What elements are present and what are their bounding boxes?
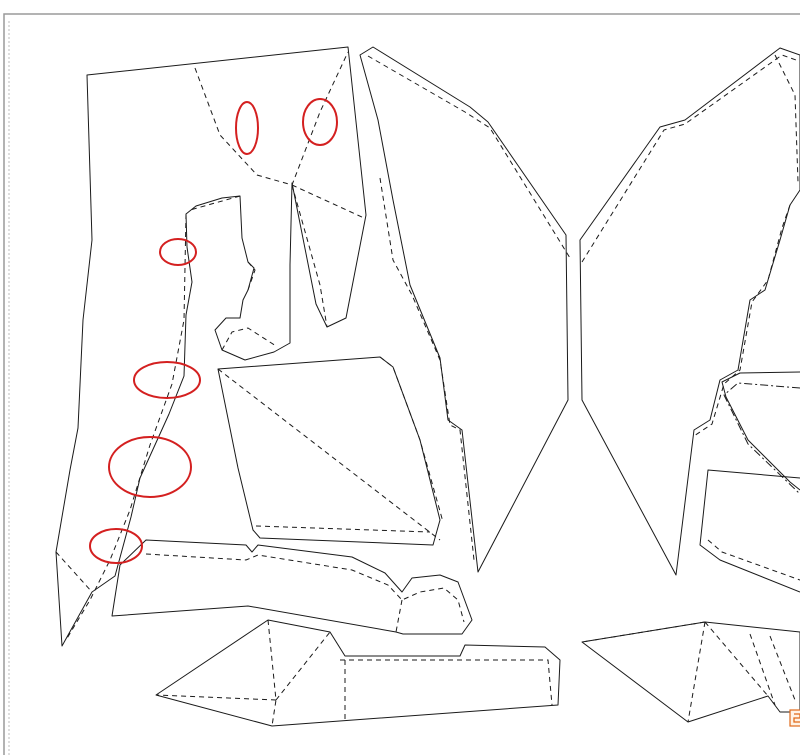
page-border (3, 13, 800, 755)
piece-wing-left-fold-1 (367, 55, 571, 259)
piece-bottom-arrow-outline (155, 619, 561, 727)
highlight-marks (89, 98, 338, 564)
piece-bottom-strip-fold-1 (145, 553, 465, 623)
piece-left-panel-fold-3 (189, 195, 277, 351)
piece-wing-left-fold-2 (379, 177, 475, 561)
highlight-ellipse (302, 98, 338, 146)
piece-bottom-strip (111, 539, 473, 635)
piece-wing-left-outline (359, 46, 569, 573)
page-marker-glyph (793, 713, 800, 723)
piece-left-panel-fold-1 (194, 51, 349, 186)
piece-bottom-strip-fold-2 (395, 599, 403, 633)
highlight-ellipse (108, 436, 192, 498)
page-marker-icon (789, 709, 800, 727)
piece-left-panel-fold-5 (55, 551, 93, 593)
highlight-ellipse (159, 238, 197, 266)
piece-center-kite (217, 356, 444, 546)
highlight-ellipse (89, 528, 143, 564)
piece-wing-right-outline (579, 47, 800, 576)
piece-wing-left (359, 46, 571, 573)
highlight-ellipse (235, 101, 259, 155)
piece-right-edge-lower-outline (699, 469, 800, 593)
piece-center-kite-fold-2 (255, 525, 431, 533)
piece-bottom-arrow-fold-2 (340, 659, 553, 706)
piece-bottom-right (581, 621, 800, 723)
piece-left-panel-fold-2 (291, 184, 365, 328)
page-frame (3, 13, 800, 755)
piece-left-panel (55, 46, 367, 647)
piece-center-kite-outline (217, 356, 441, 546)
piece-right-edge-lower-fold (707, 539, 800, 581)
piece-left-panel-outline (55, 46, 367, 647)
piece-bottom-arrow-fold-1 (155, 619, 331, 727)
piece-right-edge (699, 371, 800, 593)
highlight-ellipse (133, 361, 201, 399)
piece-wing-right (579, 47, 800, 576)
piece-center-kite-fold-1 (217, 356, 444, 541)
piece-bottom-right-fold-1 (581, 621, 769, 723)
piece-right-edge-outline (721, 371, 800, 491)
piece-wing-right-fold-1 (581, 54, 797, 263)
piece-bottom-right-fold-2 (749, 633, 796, 706)
piece-bottom-strip-outline (111, 539, 473, 635)
piece-left-panel-fold-4 (65, 213, 187, 641)
piece-bottom-arrow (155, 619, 561, 727)
piece-wing-right-fold-2 (693, 54, 799, 437)
piece-right-edge-fold-1 (723, 382, 800, 495)
